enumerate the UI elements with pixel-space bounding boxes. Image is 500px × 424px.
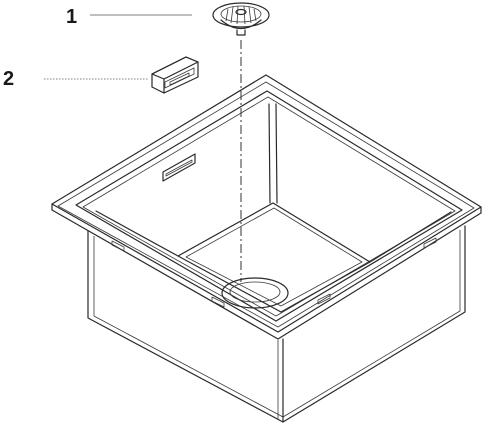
callout-number-1: 1 [66, 6, 78, 28]
strainer-basket-icon [212, 2, 270, 36]
overflow-cover-icon [151, 56, 199, 94]
callout-number-2: 2 [3, 68, 15, 90]
sink-bowl [51, 74, 482, 423]
